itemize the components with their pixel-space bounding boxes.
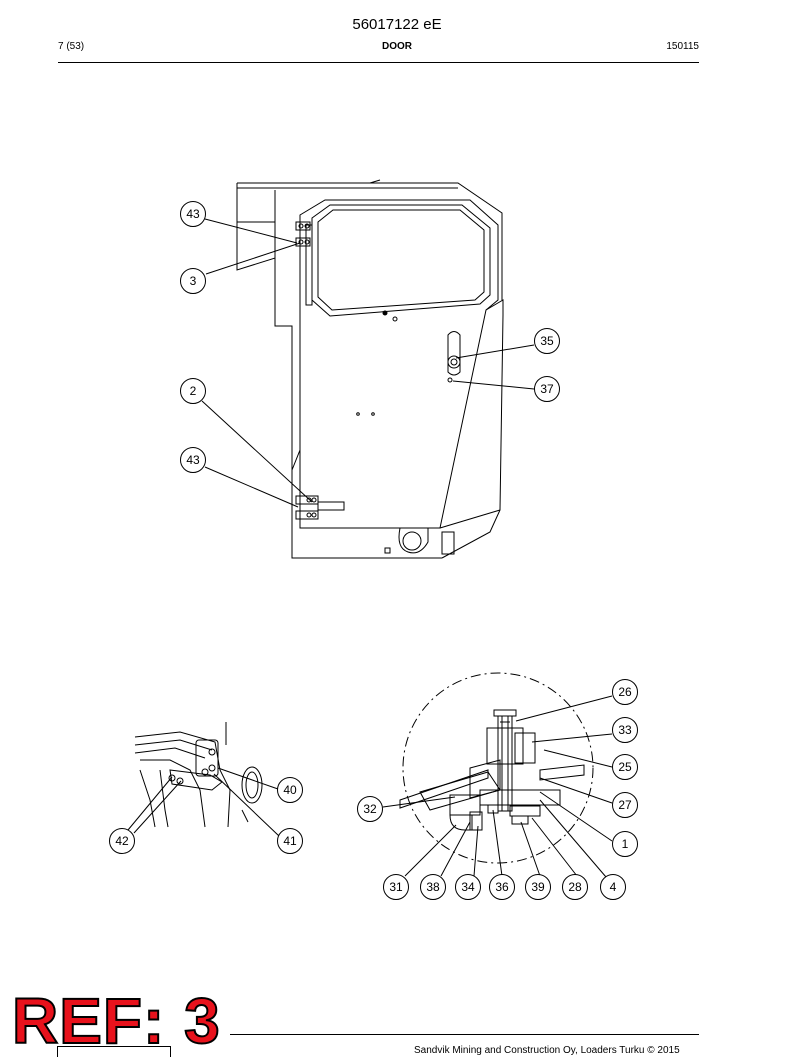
- callout-balloon[interactable]: 1: [612, 831, 638, 857]
- page-number: 7 (53): [58, 41, 85, 52]
- callout-balloon[interactable]: 33: [612, 717, 638, 743]
- callout-balloon[interactable]: 41: [277, 828, 303, 854]
- callout-balloon[interactable]: 35: [534, 328, 560, 354]
- footer-rule: [230, 1034, 699, 1035]
- callout-balloon[interactable]: 42: [109, 828, 135, 854]
- callout-balloon[interactable]: 26: [612, 679, 638, 705]
- callout-balloon[interactable]: 37: [534, 376, 560, 402]
- brand-logo-icon: [57, 1046, 171, 1057]
- date-code: 150115: [666, 41, 699, 52]
- door-drawing: [201, 179, 535, 559]
- footer-copyright: Sandvik Mining and Construction Oy, Load…: [414, 1045, 680, 1056]
- callout-balloon[interactable]: 39: [525, 874, 551, 900]
- callout-balloon[interactable]: 36: [489, 874, 515, 900]
- hinge-drawing: [127, 722, 280, 837]
- header-rule: [58, 62, 699, 63]
- callout-balloon[interactable]: 38: [420, 874, 446, 900]
- callout-balloon[interactable]: 32: [357, 796, 383, 822]
- callout-balloon[interactable]: 34: [455, 874, 481, 900]
- callout-balloon[interactable]: 2: [180, 378, 206, 404]
- callout-balloon[interactable]: 40: [277, 777, 303, 803]
- callout-balloon[interactable]: 27: [612, 792, 638, 818]
- callout-balloon[interactable]: 43: [180, 201, 206, 227]
- ref-stamp: REF: 3: [11, 984, 221, 1058]
- section-title: DOOR: [382, 41, 412, 52]
- callout-balloon[interactable]: 31: [383, 874, 409, 900]
- callout-balloon[interactable]: 4: [600, 874, 626, 900]
- callout-balloon[interactable]: 28: [562, 874, 588, 900]
- detail-drawing: [382, 672, 613, 885]
- document-number: 56017122 eE: [352, 16, 442, 33]
- callout-balloon[interactable]: 43: [180, 447, 206, 473]
- callout-balloon[interactable]: 3: [180, 268, 206, 294]
- callout-balloon[interactable]: 25: [612, 754, 638, 780]
